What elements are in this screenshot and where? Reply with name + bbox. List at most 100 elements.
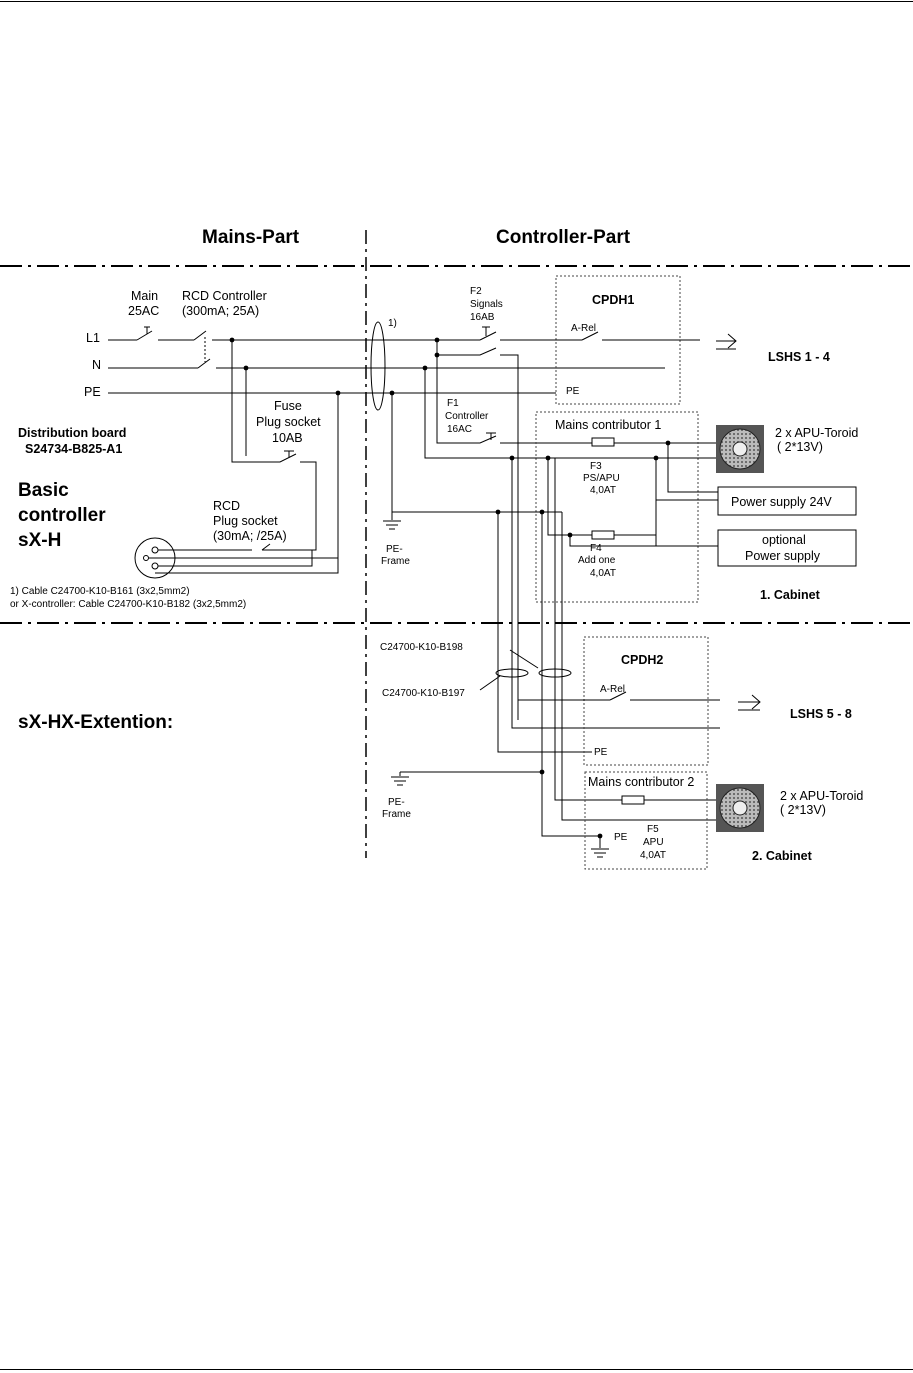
lshs1-arrow bbox=[716, 333, 737, 350]
cpdh2-pe: PE bbox=[594, 747, 608, 758]
svg-text:APU: APU bbox=[643, 837, 664, 848]
pe-frame-2-ground bbox=[391, 771, 542, 786]
f3-fuse bbox=[591, 437, 615, 447]
power-supply-24v: Power supply 24V bbox=[731, 495, 832, 509]
bottom-rule bbox=[0, 1369, 913, 1370]
cpdh1-title: CPDH1 bbox=[592, 293, 634, 307]
svg-text:4,0AT: 4,0AT bbox=[590, 568, 616, 579]
cable-1-mark: 1) bbox=[388, 318, 397, 329]
n-wire bbox=[108, 358, 374, 369]
fuse-wire bbox=[231, 340, 317, 551]
svg-text:Plug socket: Plug socket bbox=[256, 415, 321, 429]
svg-text:10AB: 10AB bbox=[272, 431, 303, 445]
svg-text:controller: controller bbox=[18, 505, 106, 526]
cable-b198-label: C24700-K10-B198 bbox=[380, 642, 463, 653]
svg-text:(30mA; /25A): (30mA; /25A) bbox=[213, 529, 287, 543]
l1-wire bbox=[108, 330, 374, 341]
svg-text:16AB: 16AB bbox=[470, 312, 495, 323]
cable-note-2: or X-controller: Cable C24700-K10-B182 (… bbox=[10, 599, 246, 610]
f5-fuse bbox=[621, 795, 645, 805]
pe-frame-2-l1: PE- bbox=[388, 797, 405, 808]
f3-label: F3 PS/APU 4,0AT bbox=[583, 461, 620, 496]
svg-text:F5: F5 bbox=[647, 824, 659, 835]
lshs-5-8-label: LSHS 5 - 8 bbox=[790, 707, 852, 721]
f4-label: F4 Add one 4,0AT bbox=[578, 543, 616, 579]
distribution-board-label: Distribution board S24734-B825-A1 bbox=[18, 426, 126, 456]
toroid-1 bbox=[716, 425, 764, 473]
plug-socket-symbol bbox=[134, 537, 339, 579]
cable-b197-label: C24700-K10-B197 bbox=[382, 688, 465, 699]
svg-text:Basic: Basic bbox=[18, 480, 69, 501]
svg-text:4,0AT: 4,0AT bbox=[640, 850, 666, 861]
svg-text:sX-H: sX-H bbox=[18, 530, 61, 551]
mains-contributor-1-box bbox=[535, 411, 699, 603]
f1-controller: F1 Controller 16AC bbox=[445, 398, 496, 440]
toroid-1-label: 2 x APU-Toroid bbox=[775, 426, 858, 440]
n-label: N bbox=[92, 358, 101, 372]
svg-text:Add one: Add one bbox=[578, 555, 616, 566]
optional-supply-l2: Power supply bbox=[745, 549, 821, 563]
svg-text:Main: Main bbox=[131, 289, 158, 303]
lshs-1-4-label: LSHS 1 - 4 bbox=[768, 350, 830, 364]
svg-text:Plug socket: Plug socket bbox=[213, 514, 278, 528]
optional-supply-l1: optional bbox=[762, 533, 806, 547]
pe-frame-1-ground bbox=[383, 393, 401, 530]
pe-frame-1-l2: Frame bbox=[381, 556, 410, 567]
main-switch: Main 25AC bbox=[128, 289, 159, 334]
svg-text:Controller: Controller bbox=[445, 411, 489, 422]
toroid-2-label: 2 x APU-Toroid bbox=[780, 789, 863, 803]
rcd-plug-socket: RCD Plug socket (30mA; /25A) bbox=[213, 499, 287, 543]
cpdh2-relay: A-Rel bbox=[600, 684, 625, 695]
svg-text:F3: F3 bbox=[590, 461, 602, 472]
cabinet-2-label: 2. Cabinet bbox=[752, 849, 813, 863]
cable-1-marker bbox=[370, 321, 386, 411]
f5-label: F5 APU 4,0AT PE bbox=[614, 824, 666, 861]
svg-text:16AC: 16AC bbox=[447, 424, 472, 435]
rcd-controller: RCD Controller (300mA; 25A) bbox=[182, 289, 267, 318]
cpdh1-pe: PE bbox=[566, 386, 580, 397]
mains-contributor-2-title: Mains contributor 2 bbox=[588, 775, 694, 789]
cable-note-1: 1) Cable C24700-K10-B161 (3x2,5mm2) bbox=[10, 586, 190, 597]
top-rule bbox=[0, 1, 913, 2]
mains-contributor-1-title: Mains contributor 1 bbox=[555, 418, 661, 432]
svg-text:RCD Controller: RCD Controller bbox=[182, 289, 267, 303]
svg-text:Signals: Signals bbox=[470, 299, 503, 310]
svg-text:F1: F1 bbox=[447, 398, 459, 409]
l1-label: L1 bbox=[86, 331, 100, 345]
cable-b198-marker bbox=[538, 668, 572, 678]
svg-text:PE: PE bbox=[614, 832, 628, 843]
pe-frame-1-l1: PE- bbox=[386, 544, 403, 555]
extension-label: sX-HX-Extention: bbox=[18, 712, 173, 733]
fuse-plug-socket: Fuse Plug socket 10AB bbox=[256, 399, 321, 458]
l1-bus bbox=[374, 331, 520, 341]
mains-contributor-2-box bbox=[584, 771, 708, 870]
toroid-2-spec: ( 2*13V) bbox=[780, 803, 826, 817]
optional-supply-box bbox=[717, 529, 857, 567]
svg-text:S24734-B825-A1: S24734-B825-A1 bbox=[25, 442, 122, 456]
svg-text:RCD: RCD bbox=[213, 499, 240, 513]
toroid-2 bbox=[716, 784, 764, 832]
svg-text:F4: F4 bbox=[590, 543, 602, 554]
svg-text:F2: F2 bbox=[470, 286, 482, 297]
toroid-1-spec: ( 2*13V) bbox=[777, 440, 823, 454]
lshs2-arrow bbox=[738, 694, 761, 711]
cpdh2-box bbox=[583, 636, 709, 766]
basic-controller-label: Basic controller sX-H bbox=[18, 480, 106, 551]
mains-part-header: Mains-Part bbox=[202, 227, 300, 248]
svg-text:PS/APU: PS/APU bbox=[583, 473, 620, 484]
controller-part-header: Controller-Part bbox=[496, 227, 631, 248]
svg-text:Fuse: Fuse bbox=[274, 399, 302, 413]
pe-label: PE bbox=[84, 385, 101, 399]
cabinet-1-label: 1. Cabinet bbox=[760, 588, 821, 602]
pe-frame-2-l2: Frame bbox=[382, 809, 411, 820]
svg-text:25AC: 25AC bbox=[128, 304, 159, 318]
cpdh1-relay: A-Rel bbox=[571, 323, 596, 334]
svg-text:4,0AT: 4,0AT bbox=[590, 485, 616, 496]
f2-signals: F2 Signals 16AB bbox=[470, 286, 503, 336]
cpdh2-title: CPDH2 bbox=[621, 653, 663, 667]
power-supply-24v-box bbox=[717, 486, 857, 516]
cable-b197-marker bbox=[495, 668, 529, 678]
f4-fuse bbox=[591, 530, 615, 540]
